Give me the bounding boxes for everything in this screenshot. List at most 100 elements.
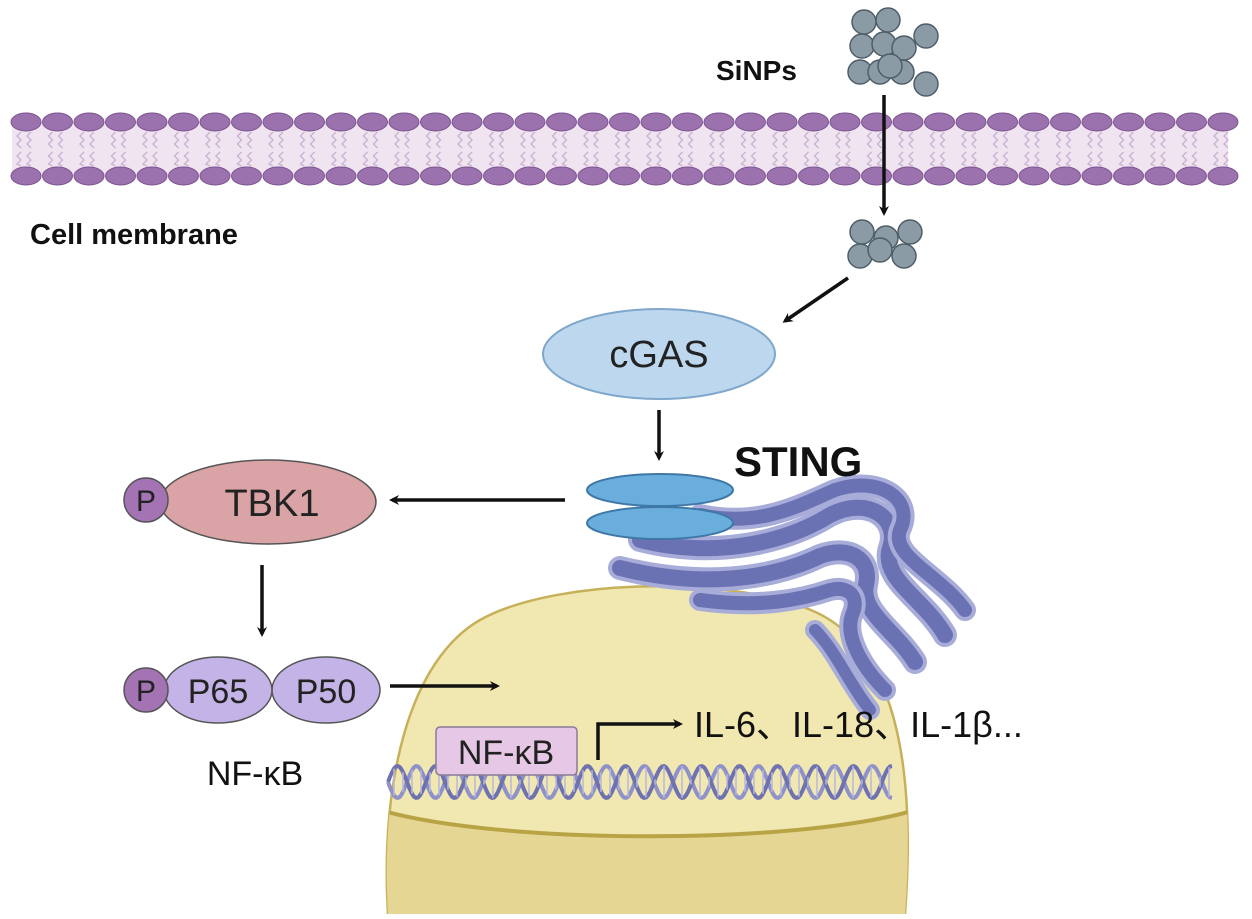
lipid-tail bbox=[1097, 131, 1103, 149]
lipid-head bbox=[294, 112, 325, 132]
lipid-tail bbox=[236, 151, 243, 167]
lipid-head bbox=[1144, 166, 1176, 186]
lipid-tail bbox=[803, 131, 810, 149]
lipid-tail bbox=[1222, 151, 1229, 167]
lipid-tail bbox=[1055, 151, 1062, 167]
lipid-tail bbox=[1002, 151, 1009, 167]
lipid-tail bbox=[425, 151, 432, 167]
nanoparticle bbox=[913, 71, 939, 97]
nuclear-nfkb-label: NF-κB bbox=[458, 734, 554, 772]
lipid-head bbox=[10, 112, 42, 132]
lipid-tail bbox=[1023, 151, 1030, 167]
lipid-head bbox=[325, 112, 357, 132]
cgas-label: cGAS bbox=[609, 334, 708, 376]
lipid-head bbox=[357, 112, 388, 132]
p50-label: P50 bbox=[296, 673, 357, 711]
nanoparticle bbox=[875, 7, 901, 33]
lipid-head bbox=[1050, 166, 1081, 186]
lipid-tail bbox=[1086, 151, 1093, 167]
lipid-tail bbox=[1128, 151, 1135, 167]
lipid-head bbox=[577, 112, 609, 132]
lipid-head bbox=[987, 166, 1018, 186]
nanoparticle bbox=[849, 219, 875, 245]
lipid-tail bbox=[488, 151, 495, 167]
lipid-head bbox=[1207, 112, 1239, 132]
lipid-tail bbox=[278, 131, 284, 149]
lipid-tail bbox=[404, 131, 410, 149]
lipid-tail bbox=[803, 151, 810, 167]
lipid-tail bbox=[403, 151, 410, 167]
nucleus bbox=[385, 585, 909, 916]
lipid-tail bbox=[614, 151, 621, 167]
lipid-head bbox=[136, 166, 168, 186]
lipid-tail bbox=[939, 151, 946, 167]
lipid-tail bbox=[929, 131, 936, 149]
lipid-head bbox=[987, 112, 1018, 132]
lipid-head bbox=[1081, 112, 1113, 132]
lipid-head bbox=[672, 112, 703, 132]
lipid-tail bbox=[457, 131, 463, 149]
lipid-tail bbox=[151, 151, 158, 167]
lipid-tail bbox=[530, 131, 536, 149]
sinps-cluster-inside bbox=[847, 219, 923, 269]
lipid-tail bbox=[866, 151, 873, 167]
lipid-tail bbox=[960, 151, 967, 167]
lipid-head bbox=[420, 166, 451, 186]
lipid-tail bbox=[519, 151, 526, 167]
lipid-head bbox=[294, 166, 325, 186]
lipid-head bbox=[231, 166, 262, 186]
lipid-head bbox=[73, 166, 105, 186]
lipid-head bbox=[262, 112, 294, 132]
nanoparticle bbox=[897, 219, 923, 245]
lipid-head bbox=[703, 112, 735, 132]
lipid-tail bbox=[78, 151, 85, 167]
lipid-tail bbox=[939, 131, 946, 149]
lipid-tail bbox=[1128, 131, 1135, 149]
lipid-tail bbox=[677, 131, 684, 149]
lipid-tail bbox=[330, 151, 337, 167]
lipid-head bbox=[546, 166, 577, 186]
lipid-tail bbox=[88, 151, 95, 167]
lipid-head bbox=[766, 166, 798, 186]
lipid-tail bbox=[907, 151, 914, 167]
lipid-tail bbox=[435, 131, 442, 149]
lipid-tail bbox=[520, 131, 526, 149]
lipid-tail bbox=[1096, 151, 1103, 167]
lipid-head bbox=[829, 112, 861, 132]
lipid-tail bbox=[781, 151, 788, 167]
lipid-head bbox=[703, 166, 735, 186]
lipid-tail bbox=[655, 151, 662, 167]
lipid-tail bbox=[331, 131, 337, 149]
p65-phospho-label: P bbox=[136, 675, 156, 708]
lipid-tail bbox=[425, 131, 432, 149]
lipid-tail bbox=[845, 131, 851, 149]
lipid-tail bbox=[645, 151, 652, 167]
nfkb-complex-label: NF-κB bbox=[207, 755, 303, 793]
lipid-head bbox=[388, 166, 420, 186]
lipid-tail bbox=[834, 151, 841, 167]
lipid-tail bbox=[624, 131, 631, 149]
cytokines-label: IL-6、IL-18、IL-1β... bbox=[694, 704, 1023, 745]
tbk1-phospho-label: P bbox=[136, 485, 156, 518]
lipid-tail bbox=[340, 151, 347, 167]
lipid-head bbox=[199, 166, 231, 186]
lipid-tail bbox=[1191, 131, 1198, 149]
lipid-tail bbox=[1191, 151, 1198, 167]
lipid-tail bbox=[813, 131, 820, 149]
p65-phospho-group: P bbox=[123, 667, 169, 713]
lipid-tail bbox=[341, 131, 347, 149]
lipid-head bbox=[861, 166, 892, 186]
lipid-tail bbox=[1150, 131, 1156, 149]
lipid-tail bbox=[467, 131, 473, 149]
lipid-tail bbox=[466, 151, 473, 167]
lipid-tail bbox=[498, 131, 505, 149]
lipid-head bbox=[136, 112, 168, 132]
lipid-tail bbox=[488, 131, 495, 149]
lipid-tail bbox=[529, 151, 536, 167]
lipid-head bbox=[798, 112, 829, 132]
lipid-tail bbox=[1181, 131, 1188, 149]
lipid-tail bbox=[1024, 131, 1030, 149]
lipid-tail bbox=[183, 151, 190, 167]
lipid-tail bbox=[299, 131, 306, 149]
